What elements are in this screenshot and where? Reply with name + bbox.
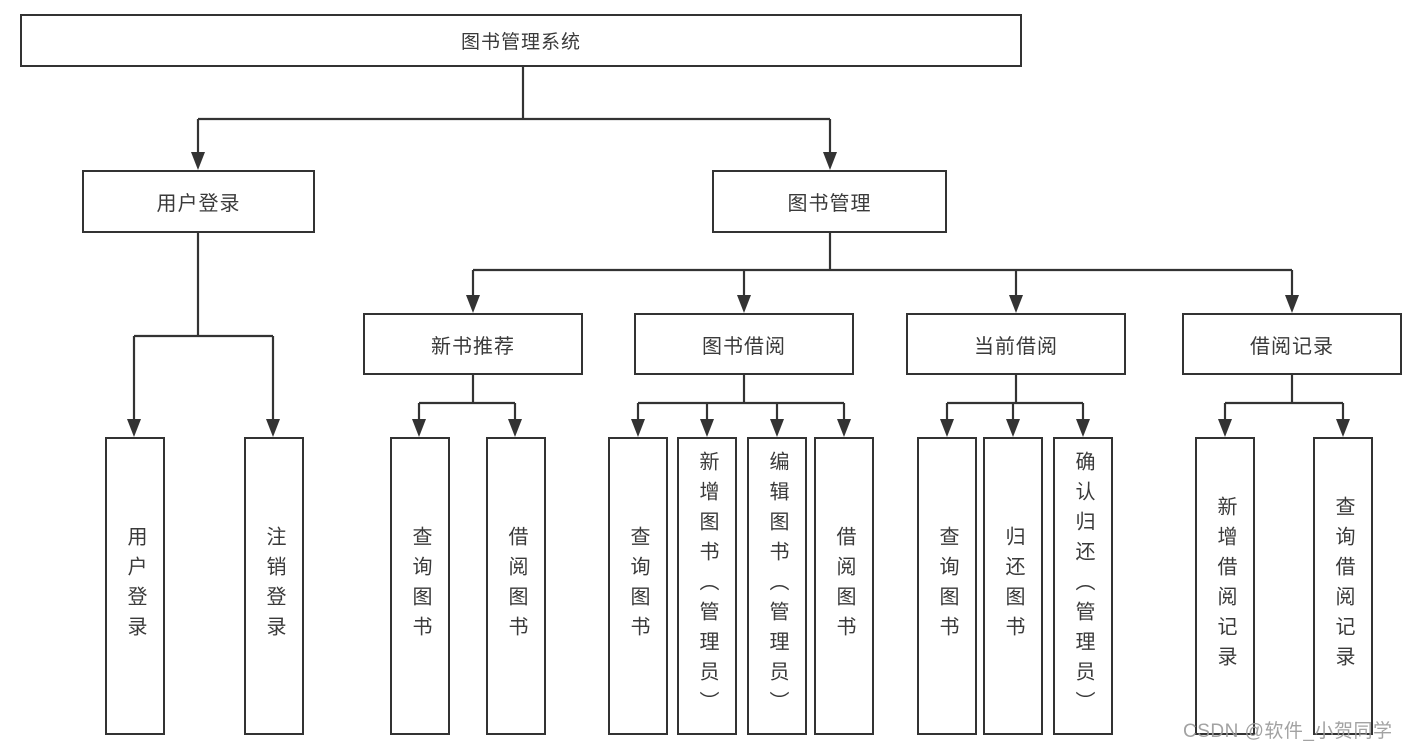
leaf-label: 确认归还（管理员）	[1072, 451, 1094, 721]
node-label: 借阅记录	[1250, 335, 1334, 358]
leaf-label: 编辑图书（管理员）	[766, 451, 788, 721]
leaf-user-login: 用户登录	[105, 437, 165, 735]
node-label: 新书推荐	[431, 335, 515, 358]
leaf-label: 查询借阅记录	[1332, 496, 1354, 676]
csdn-watermark: CSDN @软件_小贺同学	[1183, 721, 1393, 742]
node-user-login: 用户登录	[82, 170, 315, 233]
leaf-query-books-current: 查询图书	[917, 437, 977, 735]
node-book-management: 图书管理	[712, 170, 947, 233]
leaf-query-borrow-record: 查询借阅记录	[1313, 437, 1373, 735]
leaf-borrow-books-borrow: 借阅图书	[814, 437, 874, 735]
node-library-management-system: 图书管理系统	[20, 14, 1022, 67]
leaf-label: 归还图书	[1002, 526, 1024, 646]
leaf-confirm-return-admin: 确认归还（管理员）	[1053, 437, 1113, 735]
node-book-borrow: 图书借阅	[634, 313, 854, 375]
leaf-label: 查询图书	[627, 526, 649, 646]
leaf-label: 借阅图书	[505, 526, 527, 646]
leaf-label: 查询图书	[409, 526, 431, 646]
node-label: 图书借阅	[702, 335, 786, 358]
leaf-edit-books-admin: 编辑图书（管理员）	[747, 437, 807, 735]
leaf-return-books: 归还图书	[983, 437, 1043, 735]
leaf-borrow-books-recommend: 借阅图书	[486, 437, 546, 735]
node-current-borrow: 当前借阅	[906, 313, 1126, 375]
leaf-add-books-admin: 新增图书（管理员）	[677, 437, 737, 735]
leaf-query-books-borrow: 查询图书	[608, 437, 668, 735]
leaf-label: 新增借阅记录	[1214, 496, 1236, 676]
node-borrow-records: 借阅记录	[1182, 313, 1402, 375]
leaf-label: 查询图书	[936, 526, 958, 646]
leaf-logout-login: 注销登录	[244, 437, 304, 735]
leaf-label: 用户登录	[124, 526, 146, 646]
node-label: 图书管理系统	[460, 32, 581, 53]
node-label: 图书管理	[787, 193, 872, 215]
leaf-query-books-recommend: 查询图书	[390, 437, 450, 735]
node-label: 当前借阅	[974, 335, 1058, 358]
leaf-label: 借阅图书	[833, 526, 855, 646]
node-new-book-recommend: 新书推荐	[363, 313, 583, 375]
node-label: 用户登录	[156, 193, 241, 215]
leaf-add-borrow-record: 新增借阅记录	[1195, 437, 1255, 735]
leaf-label: 新增图书（管理员）	[696, 451, 718, 721]
leaf-label: 注销登录	[263, 526, 285, 646]
